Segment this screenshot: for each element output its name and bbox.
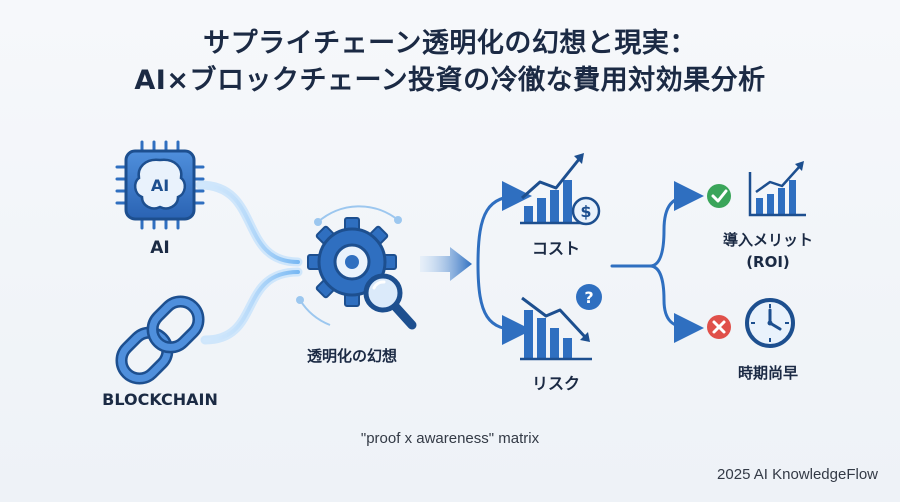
ai-label: AI	[150, 238, 170, 258]
branch-connectors	[476, 181, 532, 345]
transparency-illusion-label: 透明化の幻想	[306, 347, 398, 365]
dollar-symbol: $	[580, 202, 591, 221]
cross-icon	[707, 315, 731, 339]
outcome-connectors	[610, 181, 704, 343]
merit-label-line1: 導入メリット	[722, 231, 814, 249]
ai-chip-text: AI	[151, 176, 169, 195]
footer-credit: 2025 AI KnowledgeFlow	[717, 466, 878, 483]
cost-label: コスト	[531, 239, 581, 258]
question-symbol: ?	[584, 288, 593, 307]
input-connectors	[195, 180, 303, 345]
ai-chip-icon: AI	[115, 140, 205, 230]
matrix-caption: "proof x awareness" matrix	[360, 430, 540, 447]
merit-label-line2: (ROI)	[746, 253, 790, 271]
premature-label: 時期尚早	[737, 364, 799, 382]
blockchain-label: BLOCKCHAIN	[102, 390, 218, 409]
growth-chart-icon	[748, 161, 806, 217]
check-icon	[707, 184, 731, 208]
merit-label: 導入メリット (ROI)	[723, 229, 813, 273]
gear-magnifier-icon	[296, 205, 417, 330]
risk-label: リスク	[531, 374, 581, 393]
cost-chart-icon: $	[520, 153, 601, 226]
page-title-line2: AI×ブロックチェーン投資の冷徹な費用対効果分析	[134, 65, 766, 96]
flow-arrow	[420, 247, 472, 281]
risk-chart-icon: ?	[520, 284, 602, 361]
page-title-line1: サプライチェーン透明化の幻想と現実：	[203, 28, 697, 59]
clock-icon	[745, 298, 795, 348]
chain-link-icon	[115, 295, 205, 385]
